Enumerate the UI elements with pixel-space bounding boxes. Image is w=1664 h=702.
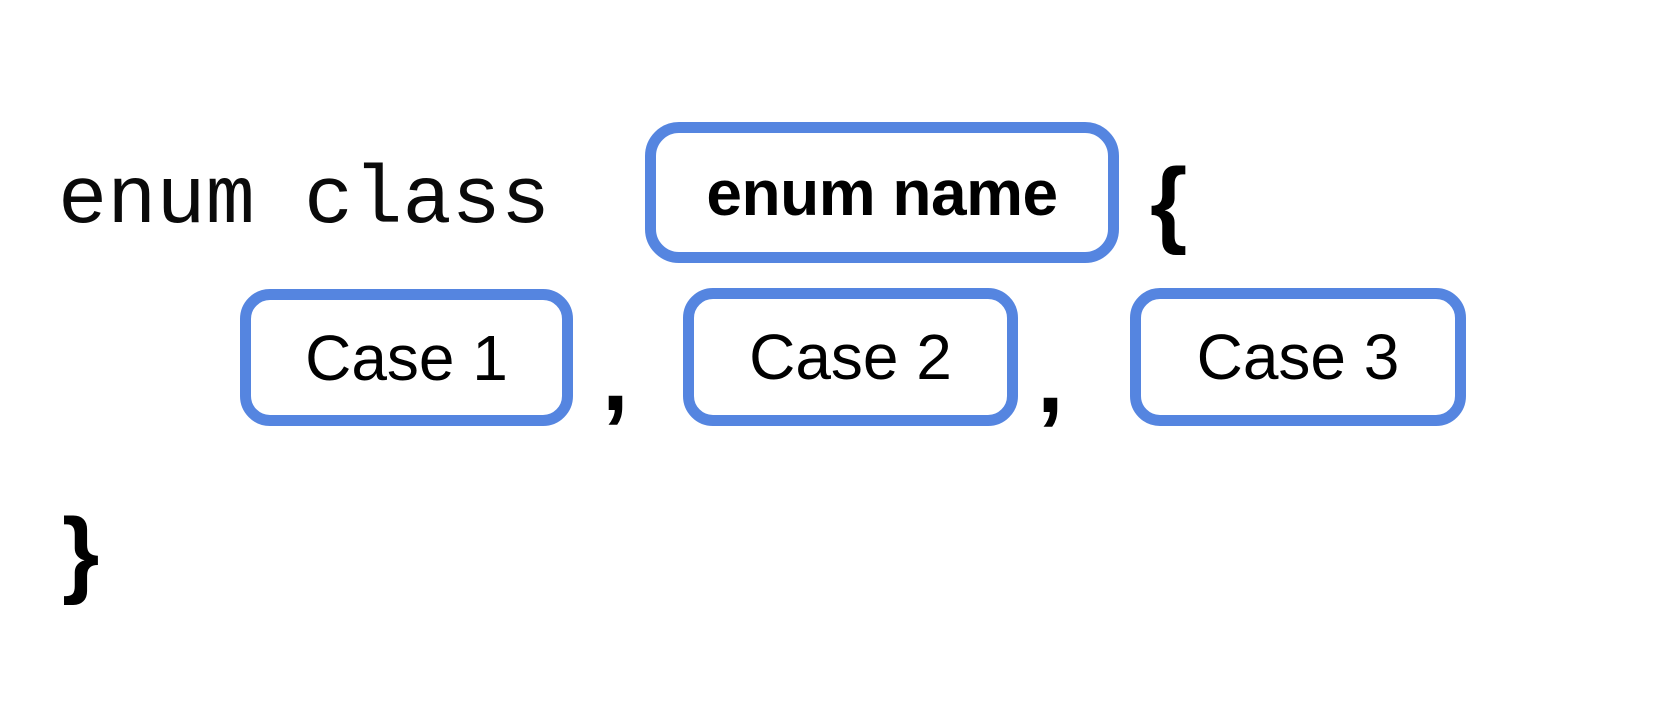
slot-case-3-label: Case 3 [1196, 321, 1400, 393]
separator-comma-2: , [1037, 326, 1064, 433]
slot-enum-name[interactable]: enum name [645, 122, 1119, 263]
keyword-enum-class: enum class [58, 154, 551, 247]
slot-case-1-label: Case 1 [305, 321, 508, 394]
open-brace: { [1150, 149, 1188, 256]
separator-comma-1: , [602, 324, 629, 431]
slot-case-2[interactable]: Case 2 [683, 288, 1018, 426]
slot-case-3[interactable]: Case 3 [1130, 288, 1466, 426]
slot-case-2-label: Case 2 [749, 321, 952, 393]
slot-case-1[interactable]: Case 1 [240, 289, 573, 426]
slot-enum-name-label: enum name [706, 156, 1058, 229]
close-brace: } [62, 499, 100, 606]
